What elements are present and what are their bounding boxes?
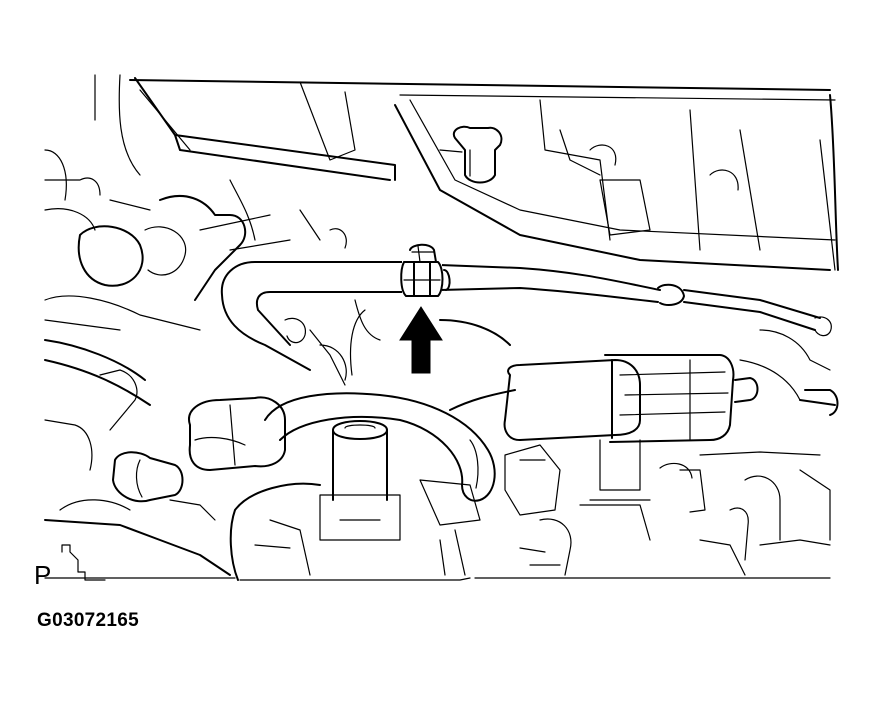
connector-block: [503, 354, 759, 501]
hose-clamp: [400, 243, 451, 300]
right-components: [659, 329, 839, 561]
center-components: [229, 179, 516, 411]
figure-bottom-edge: [44, 577, 831, 581]
figure-code: G03072165: [37, 610, 140, 631]
left-components: [44, 149, 291, 406]
arrow-up-icon: [399, 306, 443, 374]
upper-panel: [94, 74, 839, 271]
lower-components: [44, 444, 831, 581]
left-boot: [44, 369, 286, 503]
heater-hose: [264, 392, 496, 502]
panel-clip: [439, 125, 503, 184]
view-label: P: [34, 560, 52, 590]
fuel-hose: [220, 261, 832, 371]
sensor-cylinder: [319, 420, 401, 541]
view-marker: [61, 544, 106, 581]
